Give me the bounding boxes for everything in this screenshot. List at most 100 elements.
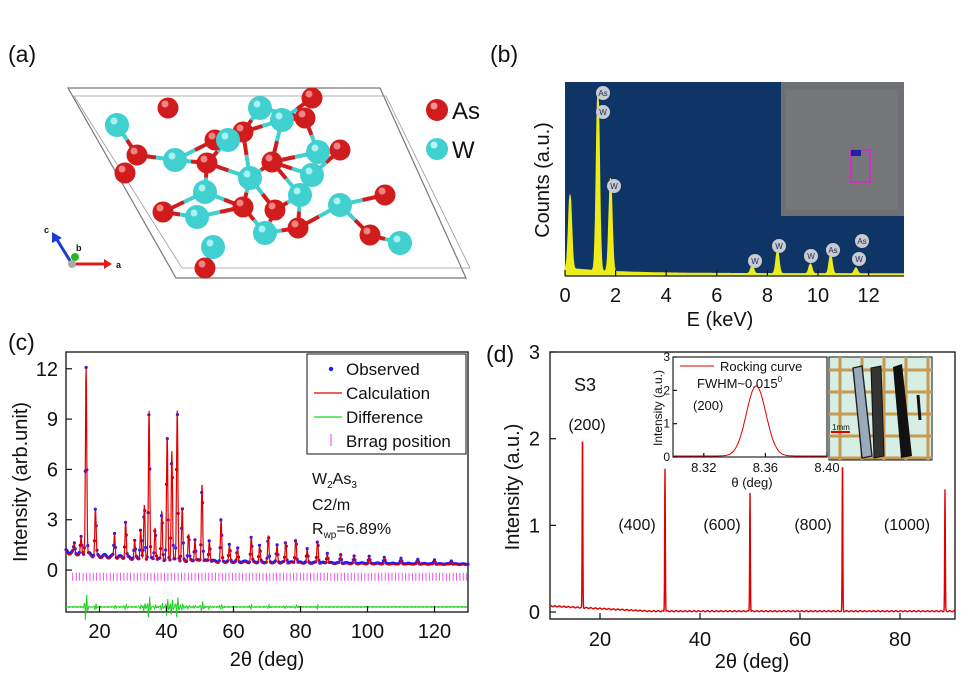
difference-curve <box>65 594 468 620</box>
sem-selection-tag <box>851 150 861 156</box>
w-atom <box>105 113 129 137</box>
atom-highlight <box>161 100 169 108</box>
as-atom <box>114 162 136 184</box>
atom-highlight <box>130 147 138 155</box>
as-legend-label: As <box>452 98 480 125</box>
atom-highlight <box>305 167 313 175</box>
inset-x-label: θ (deg) <box>731 475 772 490</box>
hrxrd-curve <box>549 441 956 613</box>
as-atom <box>194 257 216 279</box>
fwhm-text: FWHM~0.0150 <box>697 375 783 391</box>
w-atom <box>328 193 352 217</box>
hkl-peak-label: (1000) <box>884 517 930 534</box>
x-tick-label: 40 <box>689 629 711 651</box>
crystal-4 <box>916 394 922 421</box>
atom-highlight <box>156 204 164 212</box>
y-tick-label: 9 <box>47 409 58 431</box>
y-tick-label: 0 <box>529 602 540 624</box>
unit-cell-front <box>66 87 467 279</box>
w-legend-highlight <box>430 141 438 149</box>
space-group-text: C2/m <box>312 497 350 514</box>
w-atom <box>238 166 262 190</box>
w-atom <box>216 128 240 152</box>
edx-x-label: E (keV) <box>687 309 754 331</box>
x-tick-label: 20 <box>88 621 110 643</box>
peak-label-text: W <box>599 108 607 117</box>
unit-cell-back <box>73 95 471 269</box>
atom-highlight <box>333 197 341 205</box>
inset-legend-label: Rocking curve <box>720 359 802 374</box>
as-atom <box>152 201 174 223</box>
x-tick-label: 2 <box>610 285 621 307</box>
w-atom <box>185 205 209 229</box>
axis-origin <box>68 260 76 268</box>
atom-highlight <box>258 225 266 233</box>
atom-highlight <box>118 165 126 173</box>
rwp-text: Rwp=6.89% <box>312 521 391 541</box>
xrd-plot-frame <box>65 351 469 613</box>
as-atom <box>359 224 381 246</box>
y-tick-label: 3 <box>529 342 540 364</box>
as-legend-marker <box>426 99 448 121</box>
as-atom <box>232 196 254 218</box>
peak-label-badge <box>852 252 866 266</box>
atom-highlight <box>265 154 273 162</box>
atom-highlight <box>236 199 244 207</box>
x-tick-label: 6 <box>711 285 722 307</box>
atom-highlight <box>268 202 276 210</box>
panel-c-label: (c) <box>8 329 35 355</box>
b-axis-marker <box>71 253 79 261</box>
y-tick-label: 3 <box>47 510 58 532</box>
crystal-1 <box>852 365 873 459</box>
inset-x-tick-label: 8.40 <box>814 460 839 475</box>
x-tick-label: 10 <box>807 285 829 307</box>
atom-highlight <box>190 209 198 217</box>
peak-label-text: W <box>610 182 618 191</box>
w-atom <box>253 221 277 245</box>
inset-y-tick-label: 0 <box>663 450 670 464</box>
peak-label-text: W <box>855 255 863 264</box>
w-atom <box>288 183 312 207</box>
x-tick-label: 40 <box>155 621 177 643</box>
axis-triad: c b a <box>44 225 122 270</box>
xrd-legend-box <box>306 353 467 455</box>
observed-point <box>367 554 371 558</box>
legend-bragg-label: Brrag position <box>346 432 451 451</box>
panel-d-label: (d) <box>486 341 514 367</box>
w-atom <box>388 231 412 255</box>
hkl-peak-label: (600) <box>703 517 740 534</box>
atom-highlight <box>275 112 283 120</box>
w-atom <box>306 140 330 164</box>
y-tick-label: 1 <box>529 515 540 537</box>
atom-highlight <box>243 170 251 178</box>
x-tick-label: 20 <box>589 629 611 651</box>
hkl-peak-label: (800) <box>794 517 831 534</box>
inset-y-tick-label: 2 <box>663 383 670 397</box>
atom-highlight <box>393 235 401 243</box>
w-atom <box>300 163 324 187</box>
calculation-curve <box>65 368 469 566</box>
x-tick-label: 100 <box>351 621 384 643</box>
atom-highlight <box>293 187 301 195</box>
a-axis-label: a <box>116 260 122 270</box>
as-atom <box>157 97 179 119</box>
x-tick-label: 0 <box>559 285 570 307</box>
inset-y-tick-label: 1 <box>663 417 670 431</box>
formula-text: W2As3 <box>312 471 357 491</box>
panel-a-label: (a) <box>8 41 36 67</box>
rocking-curve <box>673 385 827 457</box>
w-atom <box>193 180 217 204</box>
atom-highlight <box>253 100 261 108</box>
legend-calculation-label: Calculation <box>346 384 430 403</box>
atom-highlight <box>221 132 229 140</box>
crystal-photo-inset: 1mm <box>828 356 933 461</box>
inset-y-label: Intensity (a.u.) <box>651 370 665 446</box>
